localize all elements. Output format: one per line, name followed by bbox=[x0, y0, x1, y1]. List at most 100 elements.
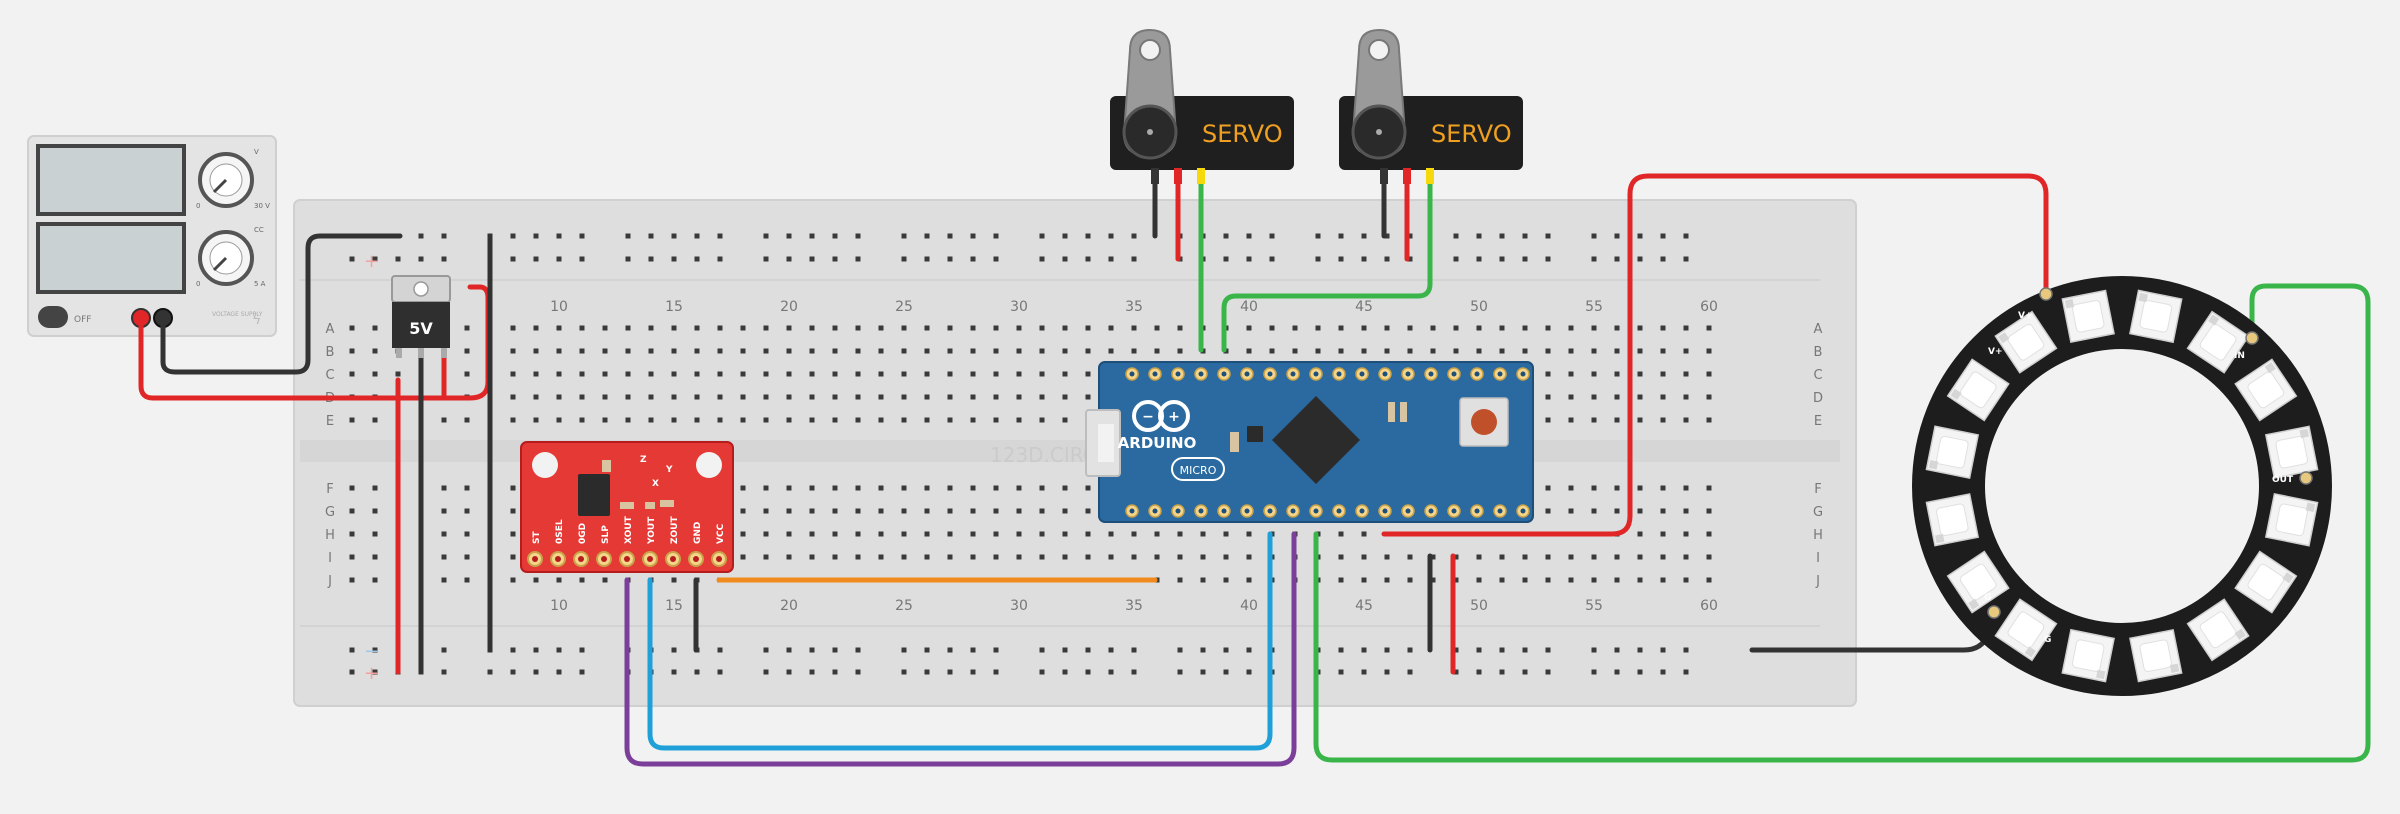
breadboard-hole[interactable] bbox=[1338, 325, 1344, 331]
rail-hole[interactable] bbox=[349, 256, 355, 262]
breadboard-hole[interactable] bbox=[993, 508, 999, 514]
rail-hole[interactable] bbox=[1062, 256, 1068, 262]
breadboard-hole[interactable] bbox=[901, 508, 907, 514]
breadboard-hole[interactable] bbox=[349, 348, 355, 354]
breadboard-hole[interactable] bbox=[671, 394, 677, 400]
breadboard-hole[interactable] bbox=[855, 394, 861, 400]
breadboard-hole[interactable] bbox=[740, 485, 746, 491]
breadboard-hole[interactable] bbox=[763, 554, 769, 560]
rail-hole[interactable] bbox=[1108, 233, 1114, 239]
breadboard-hole[interactable] bbox=[786, 417, 792, 423]
rail-hole[interactable] bbox=[1039, 233, 1045, 239]
neopixel-led[interactable] bbox=[2061, 289, 2115, 344]
breadboard-hole[interactable] bbox=[1177, 577, 1183, 583]
rail-hole[interactable] bbox=[1614, 647, 1620, 653]
rail-hole[interactable] bbox=[1545, 256, 1551, 262]
rail-hole[interactable] bbox=[1039, 669, 1045, 675]
breadboard-hole[interactable] bbox=[533, 417, 539, 423]
breadboard-hole[interactable] bbox=[809, 394, 815, 400]
arduino-micro[interactable]: − + ARDUINO MICRO bbox=[1085, 361, 1534, 523]
breadboard-hole[interactable] bbox=[763, 348, 769, 354]
breadboard-hole[interactable] bbox=[1200, 554, 1206, 560]
voltage-regulator[interactable]: 5V bbox=[391, 275, 451, 358]
breadboard-hole[interactable] bbox=[1660, 554, 1666, 560]
breadboard-hole[interactable] bbox=[579, 577, 585, 583]
breadboard-hole[interactable] bbox=[786, 348, 792, 354]
breadboard-hole[interactable] bbox=[1407, 554, 1413, 560]
breadboard-hole[interactable] bbox=[740, 348, 746, 354]
breadboard-hole[interactable] bbox=[372, 485, 378, 491]
rail-hole[interactable] bbox=[1085, 669, 1091, 675]
breadboard-hole[interactable] bbox=[349, 417, 355, 423]
rail-hole[interactable] bbox=[1384, 647, 1390, 653]
breadboard-hole[interactable] bbox=[786, 371, 792, 377]
breadboard-hole[interactable] bbox=[1706, 394, 1712, 400]
rail-hole[interactable] bbox=[1200, 669, 1206, 675]
breadboard-hole[interactable] bbox=[1062, 394, 1068, 400]
breadboard-hole[interactable] bbox=[1614, 325, 1620, 331]
breadboard-hole[interactable] bbox=[579, 417, 585, 423]
breadboard-hole[interactable] bbox=[556, 394, 562, 400]
breadboard-hole[interactable] bbox=[1522, 325, 1528, 331]
breadboard-hole[interactable] bbox=[1545, 577, 1551, 583]
breadboard-hole[interactable] bbox=[671, 577, 677, 583]
breadboard-hole[interactable] bbox=[1614, 348, 1620, 354]
breadboard-hole[interactable] bbox=[993, 348, 999, 354]
rail-hole[interactable] bbox=[1338, 233, 1344, 239]
rail-hole[interactable] bbox=[510, 233, 516, 239]
breadboard-hole[interactable] bbox=[878, 394, 884, 400]
rail-hole[interactable] bbox=[579, 647, 585, 653]
breadboard-hole[interactable] bbox=[855, 371, 861, 377]
rail-hole[interactable] bbox=[1315, 233, 1321, 239]
breadboard-hole[interactable] bbox=[924, 531, 930, 537]
breadboard-hole[interactable] bbox=[1568, 508, 1574, 514]
breadboard-hole[interactable] bbox=[1131, 348, 1137, 354]
breadboard-hole[interactable] bbox=[1269, 325, 1275, 331]
rail-hole[interactable] bbox=[556, 647, 562, 653]
breadboard-hole[interactable] bbox=[717, 394, 723, 400]
breadboard-hole[interactable] bbox=[786, 531, 792, 537]
breadboard-hole[interactable] bbox=[901, 485, 907, 491]
rail-hole[interactable] bbox=[556, 256, 562, 262]
breadboard-hole[interactable] bbox=[740, 531, 746, 537]
breadboard-hole[interactable] bbox=[579, 371, 585, 377]
rail-hole[interactable] bbox=[1039, 256, 1045, 262]
breadboard-hole[interactable] bbox=[1085, 348, 1091, 354]
breadboard-hole[interactable] bbox=[832, 508, 838, 514]
breadboard-hole[interactable] bbox=[1108, 325, 1114, 331]
breadboard-hole[interactable] bbox=[855, 508, 861, 514]
breadboard-hole[interactable] bbox=[372, 531, 378, 537]
rail-hole[interactable] bbox=[763, 233, 769, 239]
breadboard-hole[interactable] bbox=[1545, 325, 1551, 331]
breadboard-hole[interactable] bbox=[1177, 325, 1183, 331]
rail-hole[interactable] bbox=[648, 233, 654, 239]
breadboard-hole[interactable] bbox=[1637, 394, 1643, 400]
rail-hole[interactable] bbox=[671, 647, 677, 653]
breadboard-hole[interactable] bbox=[1591, 577, 1597, 583]
rail-hole[interactable] bbox=[510, 256, 516, 262]
breadboard-hole[interactable] bbox=[970, 508, 976, 514]
breadboard-hole[interactable] bbox=[1177, 554, 1183, 560]
rail-hole[interactable] bbox=[1614, 233, 1620, 239]
breadboard-hole[interactable] bbox=[510, 371, 516, 377]
breadboard-hole[interactable] bbox=[1062, 417, 1068, 423]
breadboard-hole[interactable] bbox=[947, 325, 953, 331]
breadboard-hole[interactable] bbox=[763, 325, 769, 331]
breadboard-hole[interactable] bbox=[1384, 348, 1390, 354]
breadboard-hole[interactable] bbox=[1039, 485, 1045, 491]
breadboard-hole[interactable] bbox=[625, 371, 631, 377]
breadboard-hole[interactable] bbox=[717, 417, 723, 423]
breadboard-hole[interactable] bbox=[1545, 554, 1551, 560]
rail-hole[interactable] bbox=[1338, 256, 1344, 262]
breadboard-hole[interactable] bbox=[1430, 348, 1436, 354]
rail-hole[interactable] bbox=[832, 669, 838, 675]
breadboard-hole[interactable] bbox=[1568, 348, 1574, 354]
rail-hole[interactable] bbox=[1637, 669, 1643, 675]
breadboard-hole[interactable] bbox=[648, 394, 654, 400]
breadboard-hole[interactable] bbox=[1660, 485, 1666, 491]
breadboard-hole[interactable] bbox=[579, 348, 585, 354]
breadboard-hole[interactable] bbox=[1545, 394, 1551, 400]
breadboard-hole[interactable] bbox=[717, 371, 723, 377]
breadboard-hole[interactable] bbox=[625, 394, 631, 400]
rail-hole[interactable] bbox=[855, 647, 861, 653]
